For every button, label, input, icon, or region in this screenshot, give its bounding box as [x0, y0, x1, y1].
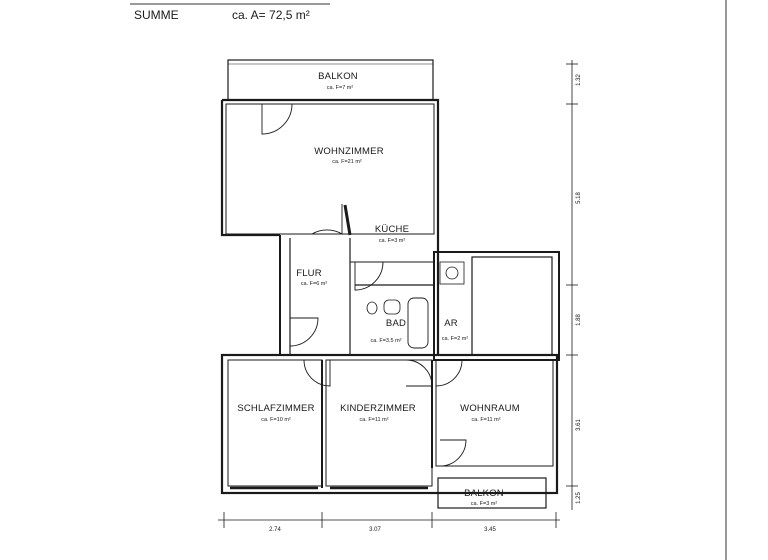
room-area-balkon-bottom: ca. F=3 m² [471, 501, 498, 507]
washbasin-shape [383, 299, 401, 315]
dim-bottom-1: 2.74 [269, 527, 281, 533]
ar-block-outline [433, 251, 560, 361]
wohnzimmer-outline [225, 103, 435, 235]
dimension-lines [218, 60, 578, 528]
door-flur [289, 317, 319, 347]
bathtub-shape [407, 297, 429, 349]
walls [220, 59, 560, 509]
room-label-kueche: KÜCHE [375, 224, 409, 235]
room-area-flur: ca. F=6 m² [301, 281, 328, 287]
summe-value: ca. A= 72,5 m² [232, 8, 310, 22]
room-label-balkon-bottom: BALKON [464, 488, 504, 499]
balcony-bottom-outline [437, 477, 547, 509]
door-wohnzimmer [261, 103, 293, 135]
room-area-balkon-top: ca. F=7 m² [327, 85, 354, 91]
dim-right-2: 5.18 [576, 192, 582, 204]
dim-right-1: 1.32 [576, 74, 582, 86]
dim-right-4: 3.61 [576, 419, 582, 431]
room-area-wohnraum: ca. F=11 m² [471, 417, 500, 423]
door-schlafzimmer [303, 359, 331, 387]
door-kinderzimmer [405, 359, 433, 387]
door-bad [354, 261, 384, 291]
room-label-balkon-top: BALKON [318, 71, 358, 82]
balcony-right-outline [471, 256, 553, 356]
summe-label: SUMME [134, 8, 179, 22]
room-label-schlafzimmer: SCHLAFZIMMER [237, 403, 314, 414]
dim-bottom-3: 3.45 [484, 527, 496, 533]
door-wohnraum [435, 359, 463, 387]
bottom-rooms-outline [220, 353, 559, 495]
room-area-kinderzimmer: ca. F=11 m² [359, 417, 388, 423]
room-area-bad: ca. F=3.5 m² [370, 338, 401, 344]
washer-shape [439, 261, 465, 285]
room-label-bad: BAD [386, 318, 406, 329]
room-area-schlafzimmer: ca. F=10 m² [261, 417, 291, 423]
door-kueche [311, 204, 343, 235]
room-label-wohnraum: WOHNRAUM [460, 403, 520, 414]
door-balkon [439, 439, 467, 467]
room-label-wohnzimmer: WOHNZIMMER [314, 146, 384, 157]
dim-right-5: 1.25 [576, 492, 582, 504]
room-area-ar: ca. F=2 m² [442, 336, 469, 342]
room-label-kinderzimmer: KINDERZIMMER [340, 403, 416, 414]
dim-right-3: 1.88 [576, 314, 582, 326]
room-area-kueche: ca. F=3 m² [379, 238, 406, 244]
room-area-wohnzimmer: ca. F=21 m² [332, 159, 362, 165]
room-label-ar: AR [444, 318, 458, 329]
toilet-shape [366, 301, 378, 315]
room-label-flur: FLUR [296, 268, 322, 279]
dim-bottom-2: 3.07 [369, 527, 381, 533]
